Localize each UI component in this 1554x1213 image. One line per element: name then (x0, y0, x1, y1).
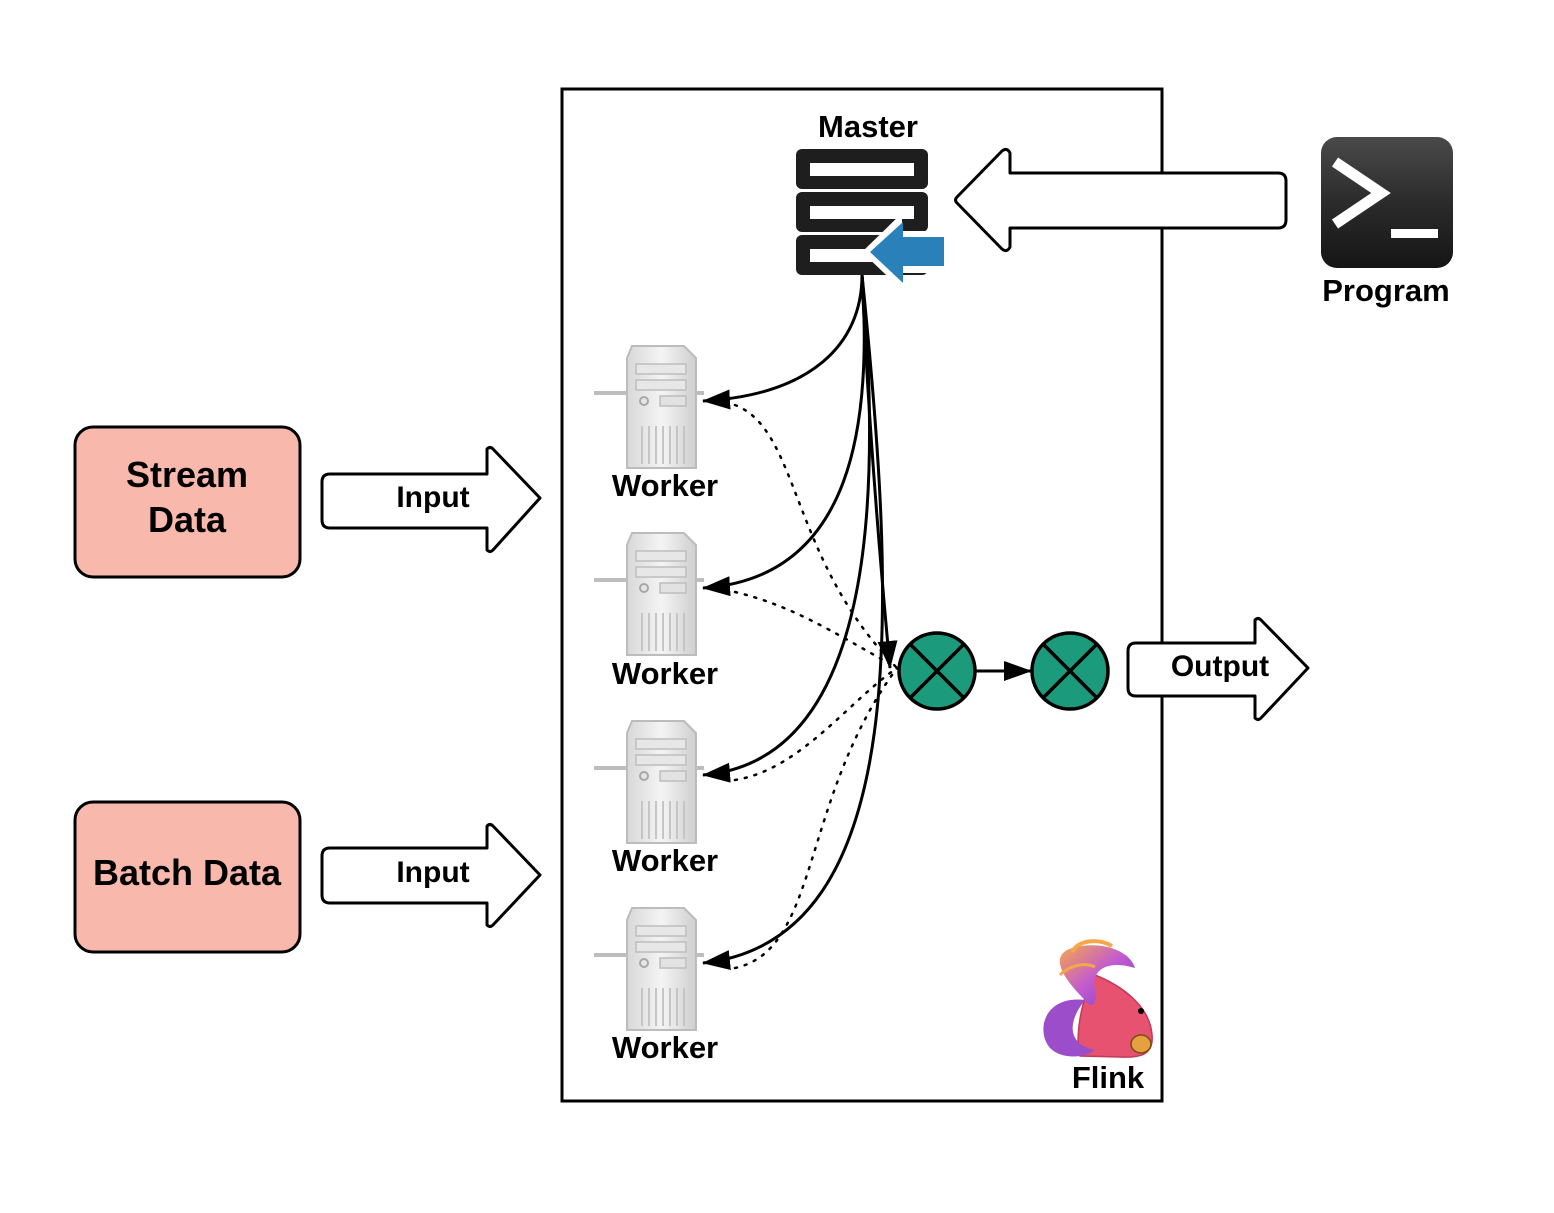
master-label: Master (818, 109, 918, 144)
batch-data-node: Batch Data (73, 800, 302, 954)
output-arrow: Output (1126, 617, 1310, 721)
output-arrow-label: Output (1171, 650, 1269, 683)
worker-label-1: Worker (612, 468, 718, 503)
input-arrow-stream: Input (320, 446, 542, 553)
circle-x-operator-icon-1 (897, 631, 977, 711)
data-edge-worker-3 (733, 666, 899, 782)
flink-label: Flink (1072, 1060, 1145, 1095)
worker-label-2: Worker (612, 656, 718, 691)
input-arrow-stream-label: Input (396, 481, 469, 514)
stream-data-label-line2: Data (148, 499, 227, 540)
worker-label-4: Worker (612, 1030, 718, 1065)
data-edge-worker-2 (733, 590, 899, 670)
stream-data-label-line1: Stream (126, 454, 248, 495)
stream-data-node: Stream Data (73, 425, 302, 579)
flink-squirrel-logo (1043, 939, 1153, 1058)
input-arrow-batch: Input (320, 823, 542, 928)
terminal-icon (1321, 137, 1453, 268)
worker-label-3: Worker (612, 843, 718, 878)
edge-master-worker-3 (702, 274, 872, 783)
data-edge-worker-4 (733, 666, 899, 970)
worker-to-operator-edges (733, 403, 899, 970)
batch-data-label: Batch Data (93, 852, 282, 893)
server-stack-icon (796, 149, 944, 290)
program-to-master-arrow (954, 147, 1288, 253)
edge-master-worker-1 (702, 274, 864, 410)
circle-x-operator-icon-2 (1030, 631, 1110, 711)
edge-master-operator (860, 274, 898, 669)
input-arrow-batch-label: Input (396, 856, 469, 889)
program-label: Program (1322, 273, 1449, 308)
